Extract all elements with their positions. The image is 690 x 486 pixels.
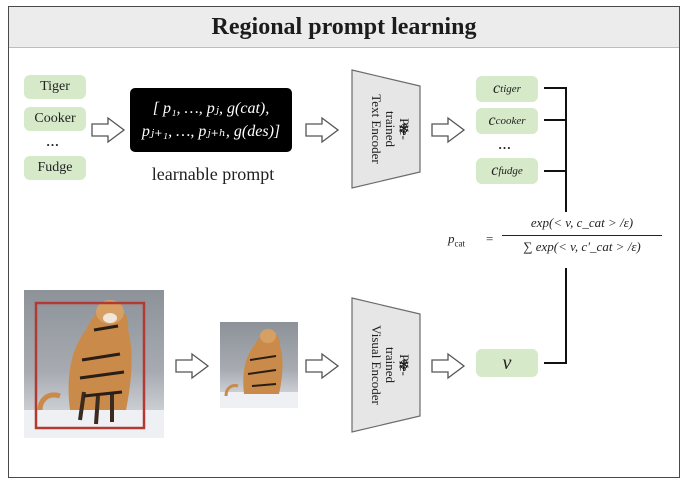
feature-subscript: tiger [500, 83, 521, 95]
text-encoder-label-line2: trained [383, 111, 398, 148]
class-chip-tiger: Tiger [24, 75, 86, 99]
arrow-icon [175, 352, 210, 380]
visual-encoder-label: Pre- trained Visual Encoder [369, 325, 412, 405]
feature-ellipsis: … [498, 137, 512, 152]
arrow-icon [305, 116, 340, 144]
class-chip-cooker: Cooker [24, 107, 86, 131]
arrow-icon [91, 116, 126, 144]
text-encoder-label-line1: Pre- [397, 118, 412, 140]
feature-subscript: fudge [498, 165, 523, 177]
learnable-prompt-box: [ p₁, …, pⱼ, g(cat), pⱼ₊₁, …, pⱼ₊ₕ, g(de… [130, 88, 292, 152]
similarity-formula: pcat = exp(< v, c_cat > /ε) ∑ exp(< v, c… [444, 213, 666, 267]
visual-feature-chip: v [476, 349, 538, 377]
learnable-prompt-caption: learnable prompt [151, 164, 275, 184]
formula-numerator: exp(< v, c_cat > /ε) [530, 215, 634, 230]
formula-equals: = [486, 231, 494, 246]
formula-denominator: ∑ exp(< v, c′_cat > /ε) [523, 239, 641, 254]
formula-lhs-symbol: p [448, 231, 455, 246]
prompt-line-1: [ p₁, …, pⱼ, g(cat), [152, 100, 270, 117]
text-encoder-block [351, 69, 421, 189]
region-bounding-box [34, 301, 146, 430]
diagram-title: Regional prompt learning [9, 7, 679, 48]
arrow-icon [431, 352, 466, 380]
visual-encoder-label-line3: Visual Encoder [369, 325, 384, 405]
class-ellipsis: … [46, 134, 60, 149]
arrow-icon [305, 352, 340, 380]
snowflake-icon: ❄ [398, 120, 411, 138]
formula-lhs-subscript: cat [454, 238, 466, 249]
text-encoder-label-line3: Text Encoder [369, 94, 384, 164]
class-chip-fudge: Fudge [24, 156, 86, 180]
tiger-image [24, 290, 164, 438]
formula-lhs: pcat [448, 231, 465, 249]
feature-symbol: c [488, 112, 496, 129]
feature-subscript: cooker [495, 115, 526, 127]
arrow-icon [431, 116, 466, 144]
visual-encoder-label-line1: Pre- [397, 354, 412, 376]
visual-encoder-label-line2: trained [383, 347, 398, 384]
text-encoder-label: Pre- trained Text Encoder [369, 94, 412, 164]
visual-encoder-block [351, 297, 421, 433]
cropped-tiger-image [220, 322, 298, 408]
feature-symbol: c [493, 80, 501, 97]
prompt-line-2: pⱼ₊₁, …, pⱼ₊ₕ, g(des)] [141, 123, 281, 140]
feature-symbol: c [491, 162, 499, 179]
snowflake-icon: ❄ [398, 356, 411, 374]
formula-fraction-bar [502, 235, 662, 236]
